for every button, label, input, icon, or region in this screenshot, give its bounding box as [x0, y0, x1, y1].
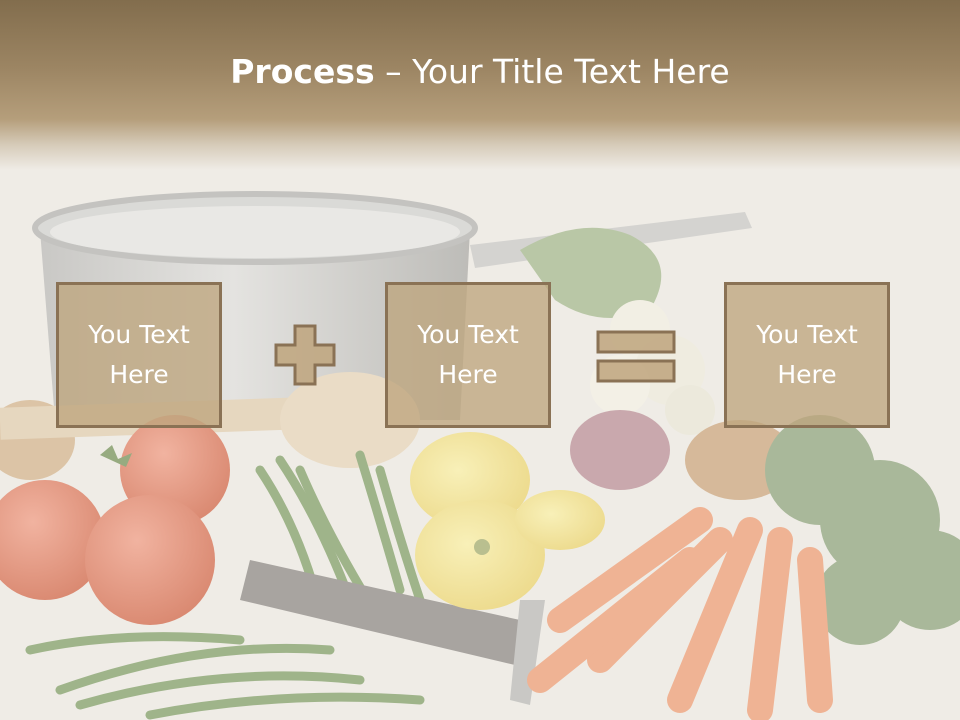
tomatoes — [0, 415, 230, 625]
text-box-3-label: You Text Here — [756, 320, 858, 389]
carrot-greens — [765, 415, 960, 645]
red-onion — [570, 410, 670, 490]
title-bold: Process — [230, 52, 375, 91]
carrots — [527, 507, 833, 720]
text-box-2-label: You Text Here — [417, 320, 519, 389]
knife — [240, 560, 520, 665]
equals-icon — [596, 330, 676, 383]
text-box-2[interactable]: You Text Here — [385, 282, 551, 428]
slide-title: Process – Your Title Text Here — [0, 52, 960, 91]
title-rest: – Your Title Text Here — [374, 52, 730, 91]
yellow-squash — [410, 432, 605, 610]
plus-icon — [274, 324, 336, 386]
text-box-3[interactable]: You Text Here — [724, 282, 890, 428]
text-box-1[interactable]: You Text Here — [56, 282, 222, 428]
green-beans — [25, 450, 425, 720]
text-box-1-label: You Text Here — [88, 320, 190, 389]
title-band — [0, 0, 960, 170]
